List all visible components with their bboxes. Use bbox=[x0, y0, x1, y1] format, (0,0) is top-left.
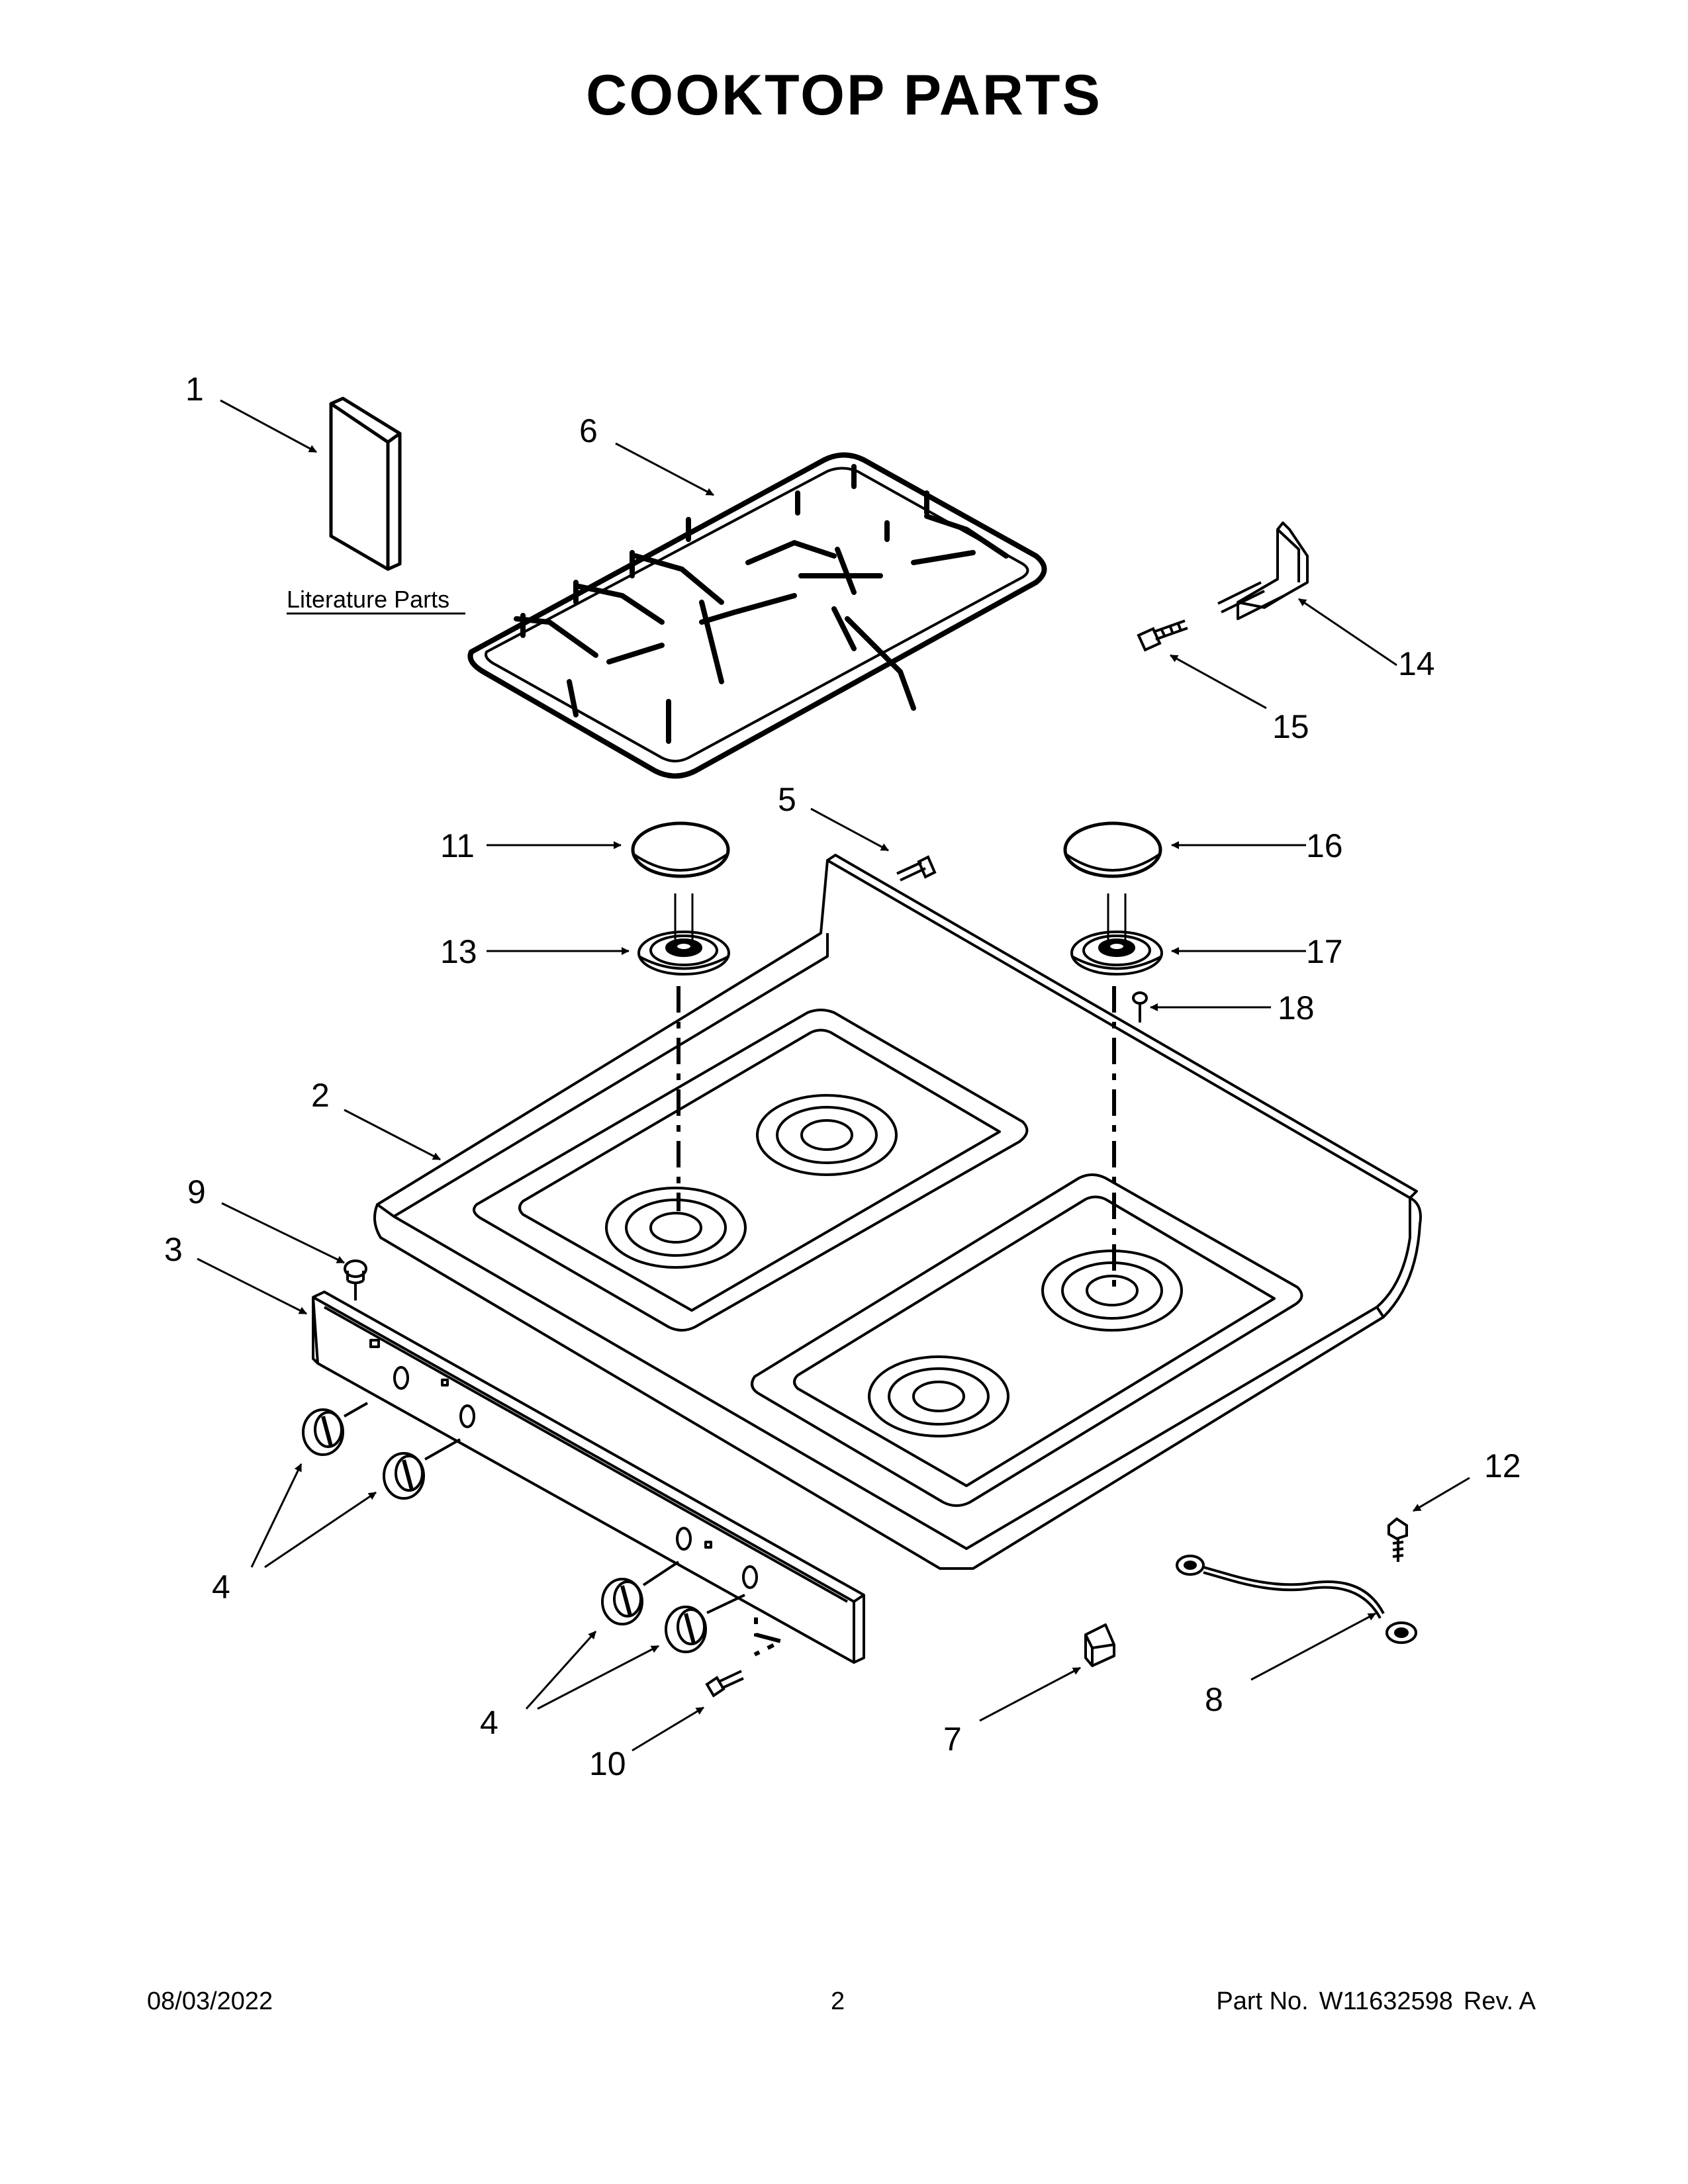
callout-8: 8 bbox=[1205, 1681, 1223, 1718]
control-knob-2 bbox=[383, 1438, 461, 1500]
igniter-screw-part bbox=[1132, 991, 1148, 1023]
manifold-panel-part bbox=[312, 1291, 865, 1664]
part-number-label: Part No. bbox=[1216, 1987, 1309, 2015]
footer-page-number: 2 bbox=[831, 1987, 845, 2015]
control-knob-1 bbox=[302, 1402, 368, 1456]
callout-7: 7 bbox=[943, 1721, 962, 1758]
footer-date: 08/03/2022 bbox=[147, 1987, 273, 2015]
callout-4a: 4 bbox=[212, 1569, 230, 1606]
callout-18: 18 bbox=[1278, 989, 1315, 1026]
cooktop-screw-part bbox=[896, 855, 937, 882]
callout-13: 13 bbox=[440, 933, 477, 970]
callout-1: 1 bbox=[185, 371, 204, 408]
callout-16: 16 bbox=[1306, 827, 1343, 864]
ground-wire-part bbox=[1176, 1555, 1417, 1644]
burner-base-left bbox=[637, 893, 730, 976]
part-number-value: W11632598 bbox=[1319, 1987, 1453, 2015]
callout-10: 10 bbox=[589, 1745, 626, 1782]
page-title: COOKTOP PARTS bbox=[586, 64, 1102, 127]
burner-cap-left bbox=[631, 821, 730, 878]
manifold-bracket-screw-part bbox=[705, 1670, 744, 1698]
burner-cap-right bbox=[1063, 821, 1162, 878]
literature-parts-label: Literature Parts bbox=[287, 586, 449, 613]
callout-2: 2 bbox=[311, 1077, 330, 1114]
callout-11: 11 bbox=[440, 827, 475, 864]
callout-6: 6 bbox=[579, 412, 598, 449]
callout-17: 17 bbox=[1306, 933, 1343, 970]
footer-part-info: Part No. W11632598 Rev. A bbox=[1216, 1987, 1536, 2016]
control-knob-4 bbox=[665, 1594, 745, 1653]
bracket-part bbox=[1217, 522, 1309, 620]
callout-3: 3 bbox=[164, 1231, 183, 1268]
burner-base-right bbox=[1070, 893, 1163, 976]
burner-grate-part bbox=[467, 452, 1047, 779]
callout-12: 12 bbox=[1484, 1447, 1521, 1484]
bracket-screw-part bbox=[1137, 619, 1188, 652]
callout-14: 14 bbox=[1398, 645, 1435, 682]
callout-4b: 4 bbox=[480, 1704, 498, 1741]
manifold-screw-part bbox=[344, 1259, 367, 1300]
literature-book-part bbox=[329, 396, 402, 571]
callout-9: 9 bbox=[187, 1173, 206, 1210]
revision-label: Rev. A bbox=[1463, 1987, 1536, 2015]
callout-5: 5 bbox=[778, 781, 796, 818]
clip-part bbox=[1084, 1623, 1115, 1667]
control-knob-3 bbox=[601, 1561, 680, 1625]
ground-screw-part bbox=[1387, 1517, 1408, 1562]
callout-15: 15 bbox=[1272, 708, 1309, 745]
callout-leader-lines bbox=[197, 399, 1470, 1752]
